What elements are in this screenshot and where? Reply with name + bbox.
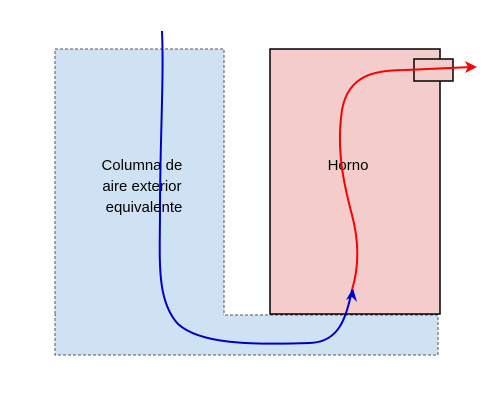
air-seam-cover xyxy=(56,313,223,317)
air-base-region xyxy=(54,314,439,356)
air-column-label-line: aire exterior xyxy=(102,178,181,195)
hot-gas-flow-line xyxy=(338,66,473,291)
cold-air-flow-line xyxy=(158,30,353,345)
air-column-region xyxy=(54,48,225,316)
cold-air-arrowhead xyxy=(346,288,357,302)
oven-box xyxy=(269,48,441,315)
air-column-label-line: equivalente xyxy=(106,199,183,216)
air-column-label-line: Columna de xyxy=(101,157,182,174)
air-column-label: Columna de aire exterior equivalente xyxy=(101,157,186,216)
hot-gas-arrowhead xyxy=(465,61,477,73)
oven-label: Horno xyxy=(328,157,369,174)
